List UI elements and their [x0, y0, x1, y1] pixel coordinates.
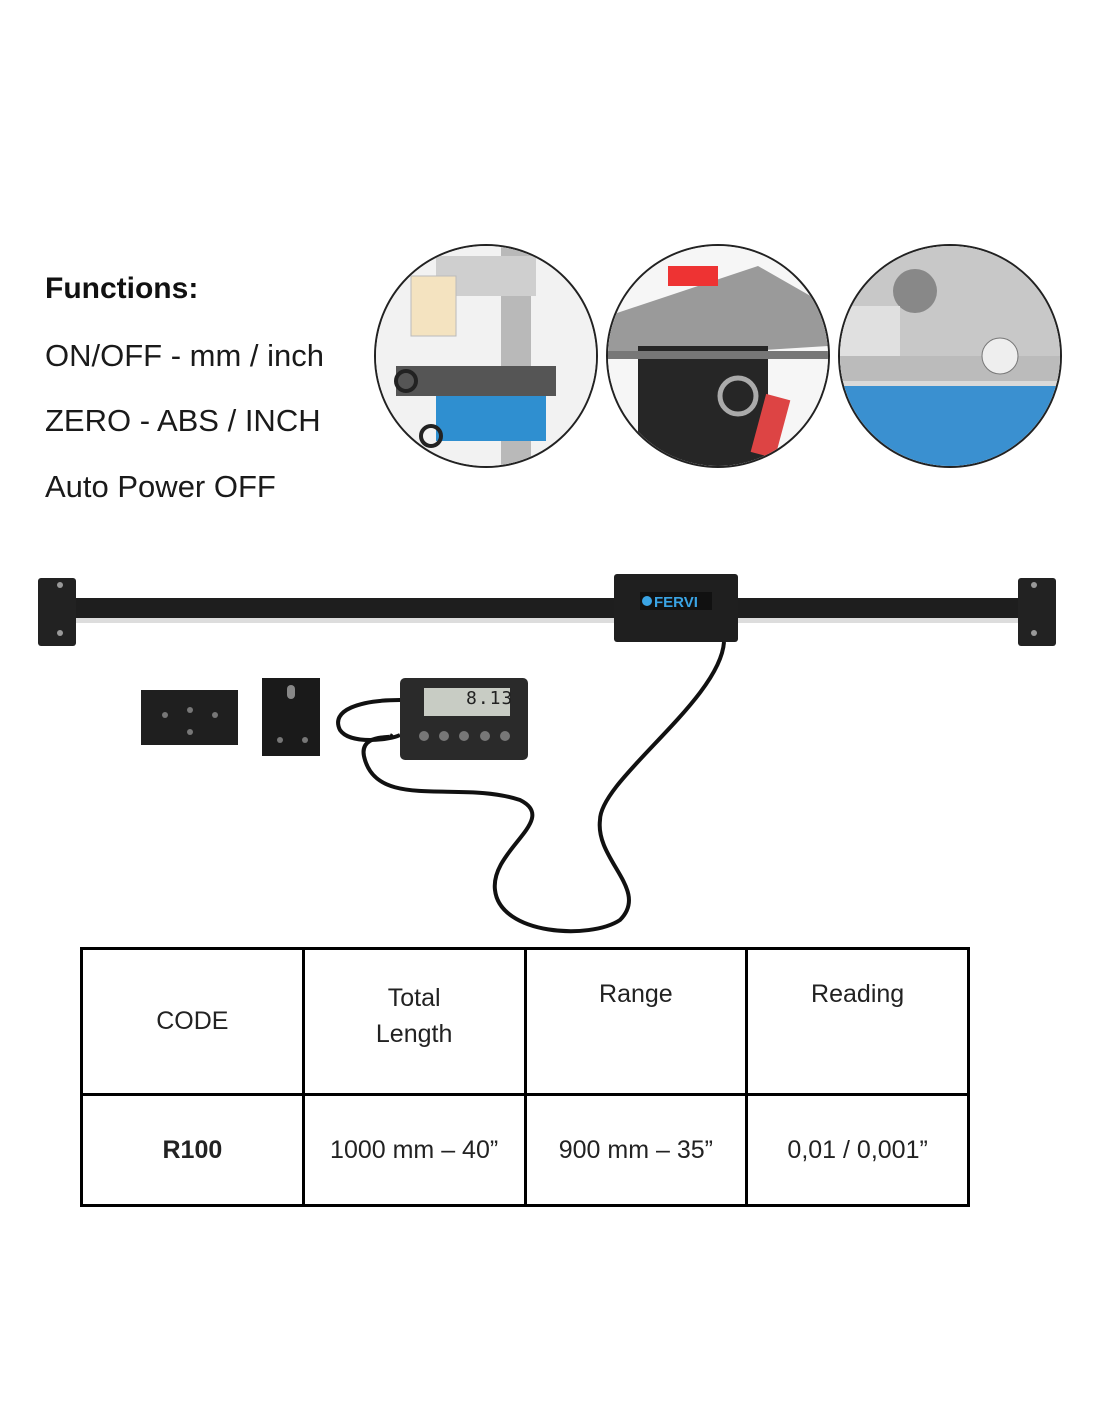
svg-text:FERVI: FERVI — [654, 594, 698, 611]
mounting-plate — [141, 690, 238, 745]
digital-scale-product-image: FERVI — [38, 574, 1056, 934]
end-bracket-left — [38, 578, 76, 646]
header-total-length: Total Length — [301, 947, 527, 1096]
lathe-photo — [838, 244, 1062, 468]
header-reading: Reading — [745, 947, 970, 1096]
scale-bar — [65, 598, 1030, 623]
function-item: ZERO - ABS / INCH — [45, 403, 321, 438]
spec-table: CODE Total Length Range Reading R100 100… — [80, 947, 970, 1207]
angle-bracket — [262, 678, 320, 756]
reader-head: FERVI — [614, 574, 738, 642]
cell-code: R100 — [80, 1093, 305, 1207]
end-bracket-right — [1018, 578, 1056, 646]
table-saw-photo — [606, 244, 830, 468]
functions-title: Functions: — [45, 272, 199, 305]
table-header-row: CODE Total Length Range Reading — [80, 947, 970, 1096]
cell-range: 900 mm – 35” — [523, 1093, 749, 1207]
milling-machine-photo — [374, 244, 598, 468]
header-code: CODE — [80, 947, 305, 1096]
header-range: Range — [523, 947, 749, 1096]
display-reading: 8.13 — [466, 688, 514, 709]
cell-reading: 0,01 / 0,001” — [745, 1093, 970, 1207]
cell-total-length: 1000 mm – 40” — [301, 1093, 527, 1207]
function-item: ON/OFF - mm / inch — [45, 338, 324, 373]
display-unit — [400, 678, 528, 760]
header-total-length-label: Total Length — [375, 984, 453, 1048]
function-item: Auto Power OFF — [45, 469, 276, 504]
table-row: R100 1000 mm – 40” 900 mm – 35” 0,01 / 0… — [80, 1093, 970, 1207]
